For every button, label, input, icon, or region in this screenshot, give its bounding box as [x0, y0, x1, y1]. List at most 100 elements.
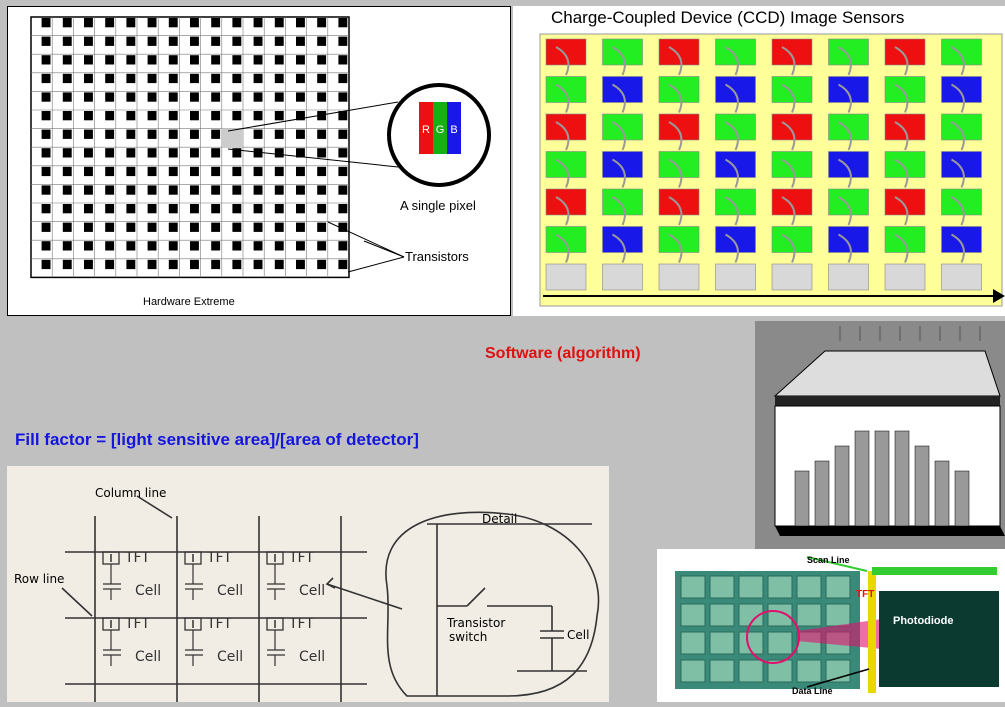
ccd-cell: [545, 151, 587, 178]
tft-photocell: [680, 575, 706, 599]
transistor-square: [296, 55, 305, 65]
transistor-square: [232, 259, 242, 270]
ccd-cell: [771, 38, 813, 66]
ccd-cell: [884, 263, 926, 291]
transistor-square: [253, 166, 263, 177]
transistor-square: [296, 148, 305, 158]
transistor-square: [211, 166, 221, 177]
transistor-square: [317, 111, 327, 121]
transistor-square: [126, 241, 136, 251]
transistor-square: [190, 36, 199, 46]
tft-text: TFT: [288, 616, 314, 632]
transistor-square: [232, 204, 242, 214]
transistor-square: [41, 129, 51, 139]
tft-photocell: [738, 631, 764, 655]
transistor-square: [317, 36, 327, 46]
subpixel-R: [419, 102, 433, 154]
transistor-square: [338, 92, 348, 102]
transistor-square: [211, 111, 221, 121]
transistor-square: [296, 241, 305, 251]
transistor-square: [232, 241, 242, 251]
transistor-square: [105, 55, 115, 65]
ccd-cell: [658, 76, 700, 103]
ccd-cell: [545, 76, 587, 103]
transistor-square: [317, 55, 327, 65]
pixel-well-drawing: [773, 326, 1005, 536]
transistor-square: [211, 55, 221, 65]
tft-photocell: [738, 659, 764, 683]
pixel-well-illustration: [755, 321, 1005, 552]
tft-text: TFT: [206, 616, 232, 632]
tft-photocell: [796, 575, 822, 599]
transistor-square: [190, 92, 199, 102]
transistor-square: [338, 18, 348, 28]
transistor-square: [190, 204, 199, 214]
transistor-square: [126, 18, 136, 28]
transistor-square: [253, 92, 263, 102]
tft-text: TFT: [124, 616, 150, 632]
transistor-square: [296, 185, 305, 195]
transistor-square: [253, 36, 263, 46]
transistor-square: [41, 185, 51, 195]
transistor-square: [126, 55, 136, 65]
transistor-square: [253, 241, 263, 251]
fill-factor-label: Fill factor = [light sensitive area]/[ar…: [15, 430, 419, 449]
ccd-cell: [941, 38, 982, 66]
ccd-cell: [828, 113, 869, 141]
transistor-square: [62, 259, 72, 270]
transistor-square: [126, 73, 136, 84]
ccd-cell: [771, 263, 813, 291]
ccd-cell: [884, 151, 926, 178]
transistor-square: [274, 222, 284, 232]
transistor-square: [62, 36, 72, 46]
transistor-square: [105, 204, 115, 214]
transistor-square: [211, 92, 221, 102]
transistor-square: [274, 55, 284, 65]
transistor-square: [62, 92, 72, 102]
transistor-square: [317, 241, 327, 251]
transistor-square: [168, 241, 178, 251]
ccd-cell: [602, 76, 643, 103]
transistor-square: [168, 36, 178, 46]
transistor-square: [105, 36, 115, 46]
transistor-square: [62, 148, 72, 158]
column-line-label: Column line: [95, 486, 167, 500]
transistor-square: [190, 73, 199, 84]
transistor-square: [211, 36, 221, 46]
transistors-label: Transistors: [405, 249, 469, 264]
detail-label: Detail: [482, 512, 518, 526]
transistor-square: [84, 55, 93, 65]
transistor-square: [147, 92, 157, 102]
ccd-cell: [941, 151, 982, 178]
transistor-square: [41, 166, 51, 177]
transistor-square: [338, 129, 348, 139]
transistor-square: [105, 73, 115, 84]
cell-text: Cell: [217, 583, 243, 599]
transistor-square: [274, 166, 284, 177]
transistor-square: [338, 36, 348, 46]
data-line-label: Data Line: [792, 686, 833, 696]
ccd-cell: [884, 113, 926, 141]
transistor-square: [168, 111, 178, 121]
cell-text: Cell: [135, 583, 161, 599]
transistor-square: [338, 73, 348, 84]
transistor-square: [168, 259, 178, 270]
tft-photocell: [767, 603, 793, 627]
transistor-square: [62, 166, 72, 177]
transistor-square: [211, 129, 221, 139]
transistor-square: [147, 18, 157, 28]
tft-text: TFT: [124, 550, 150, 566]
ccd-cell: [828, 263, 869, 291]
transistor-square: [274, 148, 284, 158]
transistor-square: [62, 185, 72, 195]
ccd-cell: [545, 38, 587, 66]
transistor-square: [274, 36, 284, 46]
transistor-square: [105, 111, 115, 121]
transistor-square: [105, 259, 115, 270]
transistor-square: [105, 222, 115, 232]
transistor-square: [232, 111, 242, 121]
detail-cell-label: Cell: [567, 628, 590, 642]
transistor-square: [190, 241, 199, 251]
